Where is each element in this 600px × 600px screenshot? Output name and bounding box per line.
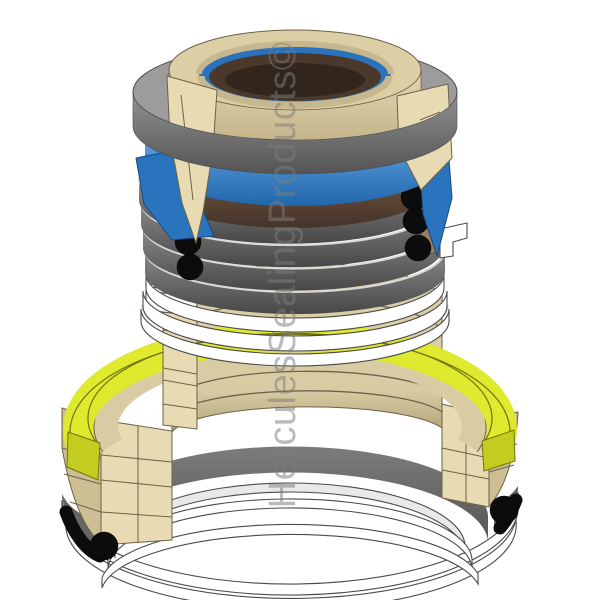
rod-seal-blue [145,128,445,206]
sleeve-cut-line [162,379,198,387]
wear-ring-cut-left [66,431,101,481]
piston-outer-line [69,501,102,513]
v-ring [139,178,439,244]
v-ring [141,202,441,268]
gland-outer-ring-band [132,91,458,175]
piston-cut-left-line [100,511,173,518]
piston-outer-line [63,473,102,485]
v-ring [143,226,443,291]
sleeve-cut-line [162,367,198,375]
v-ring [145,250,445,314]
o-ring-end [489,495,519,525]
rod-gland-hole-shadow [225,63,365,97]
rod-seal-group [132,29,468,367]
wear-ring-edge-inner [87,332,493,443]
wear-ring-edge-outer [69,333,511,456]
piston-cut-left-line [100,454,173,463]
piston-seal-gray [91,446,489,547]
backup-washer [140,308,450,367]
backup-washer [142,290,448,352]
bottom-backup-ring-outer [65,509,517,600]
o-ring-end [404,234,432,262]
bottom-backup-ring-inner [101,523,479,589]
piston-cut-left-line [100,479,173,488]
o-ring-end [89,531,119,561]
backup-washer [145,273,445,333]
backup-ring-brown [149,162,435,228]
v-ring-highlight [144,249,446,293]
rod-gland-cut-line [419,111,441,121]
bottom-backup-ring-inner [114,482,466,559]
piston-outer-line [488,464,515,473]
piston-cut-right-line [441,447,490,459]
sleeve-cut-line [162,403,198,410]
watermark-text: HerculesSealingProducts© [262,42,304,509]
wear-ring-cut-right [481,429,516,472]
piston-cut-right-line [441,469,490,480]
backup-washer-cut-right [439,222,468,259]
rod-gland-hole-wall [196,41,394,75]
o-ring-end [176,253,204,281]
